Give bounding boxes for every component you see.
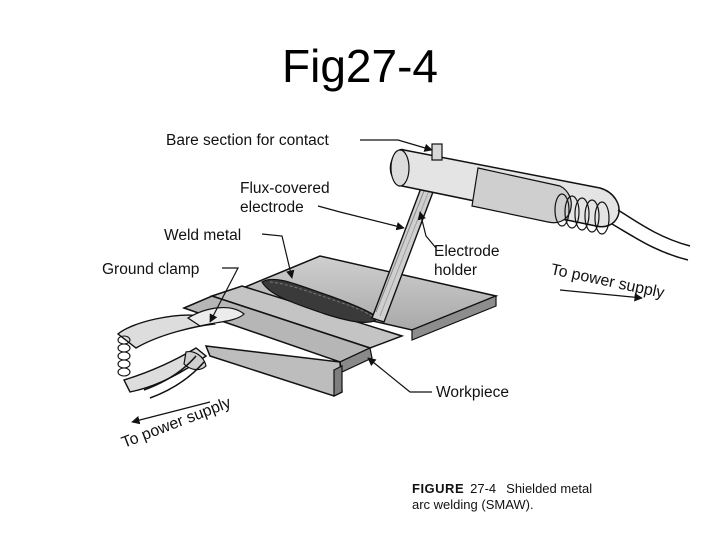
caption-text-1: Shielded metal	[506, 481, 593, 496]
electrode-holder	[389, 143, 691, 261]
label-bare-section: Bare section for contact	[166, 132, 330, 149]
caption-line-2: arc welding (SMAW).	[412, 497, 534, 512]
label-electrode-holder-line2: holder	[434, 262, 477, 279]
label-power-supply-left: To power supply	[119, 394, 233, 451]
label-flux-covered-line1: Flux-covered	[240, 180, 330, 197]
leader-lines	[131, 139, 643, 425]
label-ground-clamp: Ground clamp	[102, 261, 199, 278]
workpiece-rear-plate	[235, 255, 499, 341]
caption-figure-word: FIGURE	[412, 481, 465, 496]
label-workpiece: Workpiece	[436, 384, 509, 401]
label-flux-covered-line2: electrode	[240, 199, 304, 216]
slide-title: Fig27-4	[282, 40, 438, 92]
label-power-supply-right: To power supply	[549, 261, 666, 302]
ground-clamp	[116, 307, 245, 399]
caption-figure-number: 27-4	[470, 481, 497, 496]
label-electrode-holder-line1: Electrode	[434, 243, 499, 260]
label-weld-metal: Weld metal	[164, 227, 241, 244]
figure-caption: FIGURE 27-4 Shielded metal arc welding (SM…	[412, 481, 592, 513]
caption-line-1: FIGURE 27-4 Shielded metal	[412, 481, 592, 497]
